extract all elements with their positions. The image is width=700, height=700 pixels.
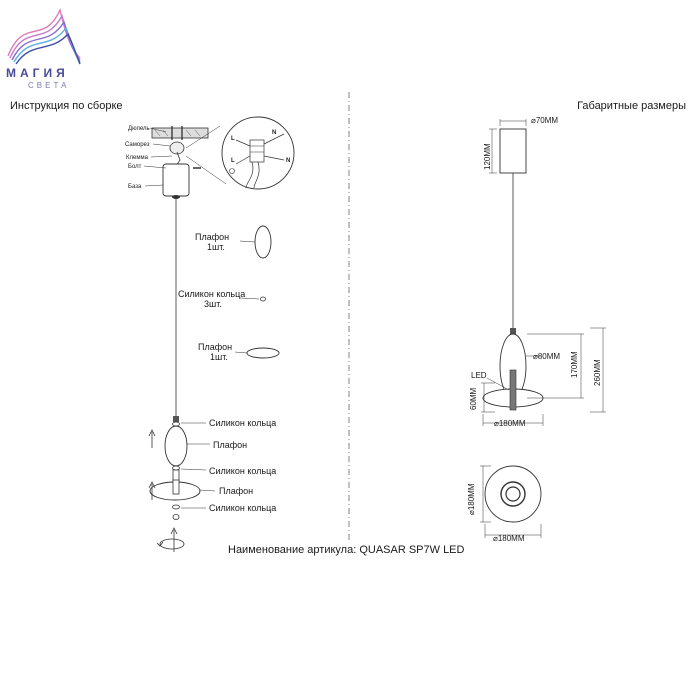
- side-led: [509, 369, 517, 411]
- label-base: База: [128, 184, 142, 190]
- up-arrow-icon: [148, 429, 156, 500]
- assembly-heading: Инструкция по сборке: [10, 100, 123, 112]
- logo-wave-icon: [7, 7, 81, 65]
- side-view: [482, 128, 544, 411]
- dim-base-diameter: ⌀70ММ: [531, 116, 558, 125]
- dim-led: LED: [471, 371, 487, 380]
- dim-base-height: 120ММ: [483, 143, 492, 170]
- ceiling-mount: [151, 126, 209, 199]
- rotate-arrow-icon: [156, 527, 185, 552]
- brand-logo: [4, 6, 84, 66]
- label-shade-b: Плафон: [219, 486, 253, 496]
- silicone-ring-part: [260, 296, 266, 302]
- label-dowel: Дюпель: [128, 126, 150, 132]
- dim-top-diameter-horizontal: ⌀180ММ: [493, 534, 525, 543]
- wire-n-bottom: N: [286, 158, 290, 164]
- top-view: [484, 465, 542, 523]
- label-ring-a: Силикон кольца: [209, 418, 276, 428]
- label-terminal: Клемма: [126, 155, 149, 161]
- shade-disc-part: [246, 347, 280, 359]
- canopy-base: [499, 128, 527, 174]
- wire-l-bottom: L: [231, 158, 235, 164]
- dim-height-260: 260ММ: [593, 359, 602, 386]
- parts-list: [234, 225, 280, 359]
- shade-oval-part: [254, 225, 272, 259]
- brand-name: МАГИЯ: [6, 66, 69, 80]
- label-ring-b: Силикон кольца: [209, 466, 276, 476]
- brand-tagline: СВЕТА: [28, 81, 70, 90]
- dim-height-60: 60ММ: [469, 387, 478, 410]
- dim-top-diameter-vertical: ⌀180ММ: [467, 483, 476, 515]
- label-bolt: Болт: [128, 164, 142, 170]
- wire-n-top: N: [272, 130, 276, 136]
- dim-shade-diameter: ⌀80ММ: [533, 352, 560, 361]
- wire-l-top: L: [231, 136, 235, 142]
- dim-disc-diameter: ⌀180ММ: [494, 419, 526, 428]
- wiring-detail: [185, 116, 295, 190]
- dim-height-170: 170ММ: [570, 351, 579, 378]
- label-screw: Саморез: [125, 142, 150, 148]
- dimensions-heading: Габаритные размеры: [577, 100, 686, 112]
- label-shade-a: Плафон: [213, 440, 247, 450]
- assembled-shade-stack: [149, 416, 201, 520]
- article-name: Наименование артикула: QUASAR SP7W LED: [228, 544, 465, 556]
- label-ring-c: Силикон кольца: [209, 503, 276, 513]
